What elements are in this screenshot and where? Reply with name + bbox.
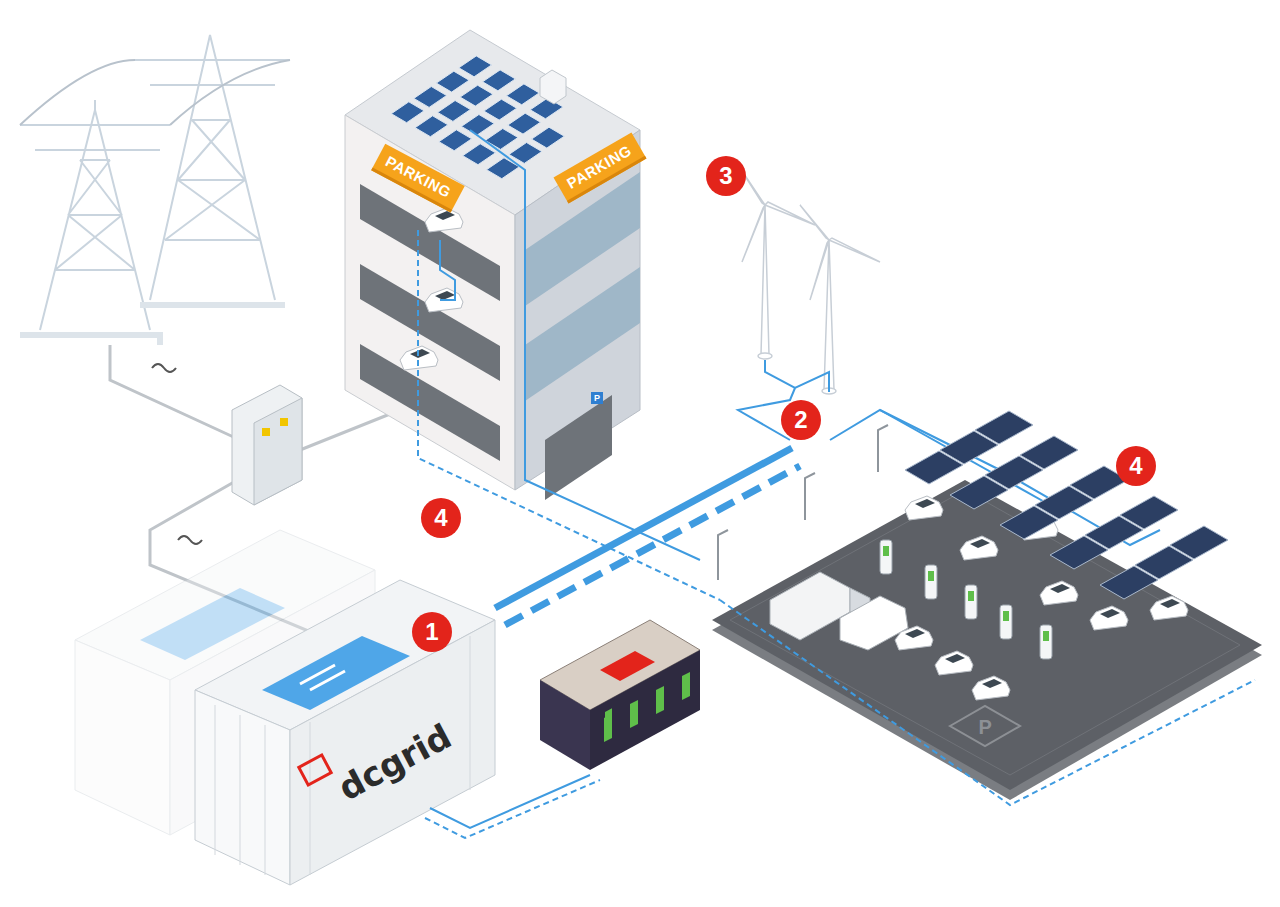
callout-number: 1 [412,612,452,652]
node-text: 3 [719,162,732,190]
node-text: 4 [434,504,447,532]
callout-number: 4 [1116,446,1156,486]
callout-number: 4 [421,498,461,538]
parking-symbol: P [591,392,603,404]
node-text: 1 [425,618,438,646]
callout-number: 2 [781,400,821,440]
parking-symbol: P [979,716,992,739]
node-text: 4 [1129,452,1142,480]
node-text: 2 [794,406,807,434]
callout-number: 3 [706,156,746,196]
